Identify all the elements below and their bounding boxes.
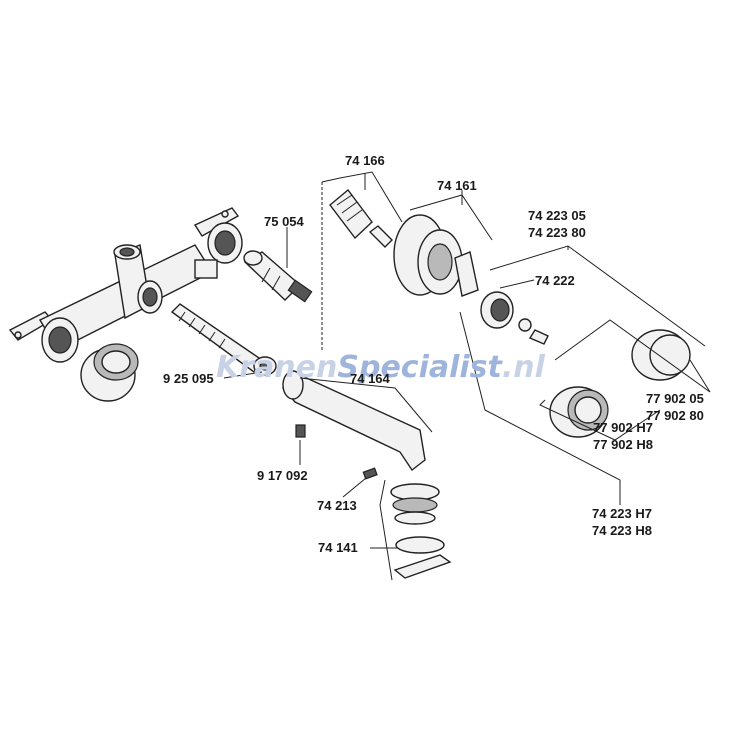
handle-body-74161 [393, 214, 479, 297]
label-74166: 74 166 [345, 153, 385, 168]
label-74213: 74 213 [317, 498, 357, 513]
watermark-part2: Specialist [337, 350, 503, 385]
wall-mount-body [8, 207, 243, 363]
label-74164: 74 164 [350, 371, 391, 386]
knob-cap-7790205 [631, 329, 691, 381]
ring-74222 [480, 291, 549, 345]
thread-lines [178, 311, 226, 349]
knob-77902H7 [549, 386, 609, 438]
part-labels: 74 166 74 161 74 223 05 74 223 80 75 054… [163, 153, 704, 555]
label-77902H7: 77 902 H7 [593, 420, 653, 435]
sleeve-74166 [329, 188, 393, 248]
label-7790280: 77 902 80 [646, 408, 704, 423]
label-75054: 75 054 [264, 214, 305, 229]
aerator-74141 [390, 483, 452, 579]
label-7422305: 74 223 05 [528, 208, 586, 223]
set-screw-917092 [295, 424, 306, 438]
watermark-part1: Kranen [216, 350, 337, 385]
cover-ring-left [80, 343, 139, 402]
label-7422380: 74 223 80 [528, 225, 586, 240]
watermark: KranenSpecialist.nl [216, 350, 546, 385]
label-74223H8: 74 223 H8 [592, 523, 652, 538]
label-74223H7: 74 223 H7 [592, 506, 652, 521]
label-917092: 9 17 092 [257, 468, 308, 483]
cartridge-75054 [243, 250, 313, 303]
threaded-rod-925095 [170, 303, 277, 376]
label-925095: 9 25 095 [163, 371, 214, 386]
label-7790205: 77 902 05 [646, 391, 704, 406]
label-74222: 74 222 [535, 273, 575, 288]
spout-74164 [281, 370, 426, 472]
label-77902H8: 77 902 H8 [593, 437, 653, 452]
watermark-part3: .nl [502, 350, 546, 385]
pin-74213 [362, 467, 378, 480]
leader-lines [223, 171, 711, 581]
label-74141: 74 141 [318, 540, 358, 555]
label-74161: 74 161 [437, 178, 477, 193]
